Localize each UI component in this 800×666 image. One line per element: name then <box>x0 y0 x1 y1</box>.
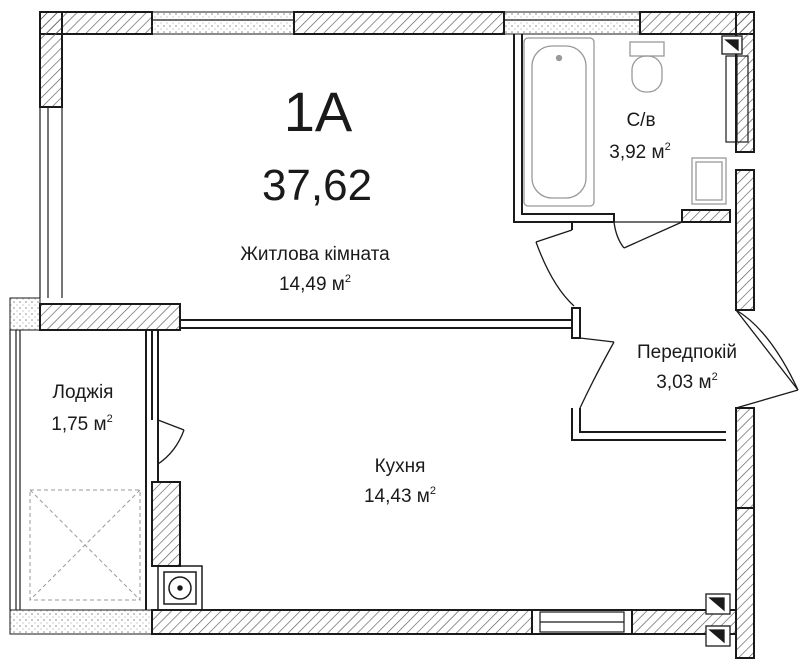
boiler <box>157 565 203 611</box>
apartment-total-area: 37,62 <box>261 161 373 210</box>
room-name-hallway: Передпокій <box>636 342 738 363</box>
room-name-living: Житлова кімната <box>240 244 390 265</box>
sink <box>691 157 727 205</box>
room-name-kitchen: Кухня <box>374 456 426 477</box>
room-name-bathroom: С/в <box>626 110 656 131</box>
room-area-hallway: 3,03 м2 <box>656 371 718 394</box>
exterior-walls <box>9 11 755 659</box>
doors <box>157 221 799 465</box>
room-area-loggia: 1,75 м2 <box>51 413 113 436</box>
windows <box>9 19 749 633</box>
room-area-living: 14,49 м2 <box>278 273 351 296</box>
loggia-storage-mark <box>29 489 141 601</box>
utility-shafts <box>705 35 743 647</box>
room-name-loggia: Лоджія <box>52 382 114 403</box>
partitions <box>145 34 731 610</box>
toilet <box>629 41 665 93</box>
apartment-type: 1А <box>283 80 353 143</box>
room-area-bathroom: 3,92 м2 <box>609 141 671 164</box>
bathtub <box>523 37 595 207</box>
room-area-kitchen: 14,43 м2 <box>363 485 436 508</box>
